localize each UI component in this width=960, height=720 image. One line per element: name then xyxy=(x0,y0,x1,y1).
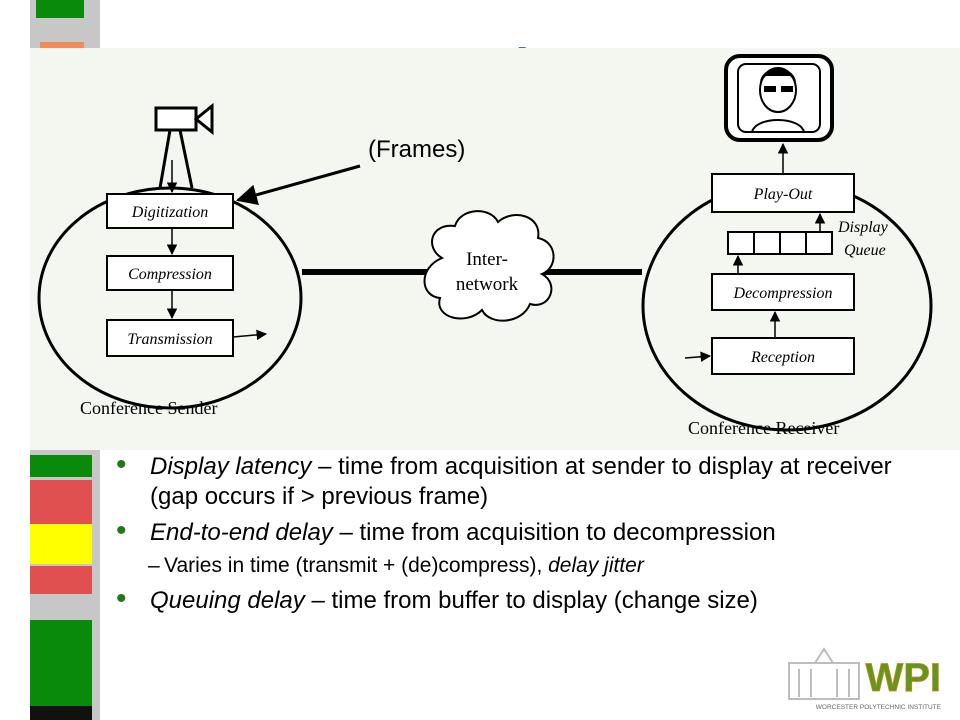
bullet-dot-icon: • xyxy=(116,448,127,481)
compression-label: Compression xyxy=(128,266,212,283)
sidebar-block-yellow xyxy=(30,524,92,564)
display-queue-label-2: Queue xyxy=(844,242,886,259)
bullet-dot-icon: • xyxy=(116,582,127,615)
sub-bullet-text: Varies in time (transmit + (de)compress)… xyxy=(164,554,549,577)
transmission-label: Transmission xyxy=(127,331,212,348)
video-conference-diagram: Digitization Compression Transmission (F… xyxy=(30,48,960,450)
decompression-box: Decompression xyxy=(711,273,855,311)
sender-caption: Conference Sender xyxy=(80,398,217,418)
receiver-caption: Conference Receiver xyxy=(688,418,839,438)
bullet-list: • Display latency – time from acquisitio… xyxy=(112,450,942,616)
monitor-viewer-icon xyxy=(724,54,834,142)
internetwork-cloud-icon: Inter- network xyxy=(423,210,555,322)
network-label-line2: network xyxy=(456,274,519,295)
sidebar-block-green-2 xyxy=(30,620,92,706)
bullet-term: Display latency xyxy=(150,453,312,480)
display-queue xyxy=(727,231,833,255)
wpi-logo-subtext: WORCESTER POLYTECHNIC INSTITUTE xyxy=(816,704,942,711)
video-camera-icon xyxy=(154,102,214,189)
dash-icon: – xyxy=(148,554,160,577)
wpi-logo-text: WPI xyxy=(865,656,941,700)
wpi-logo: WPI WORCESTER POLYTECHNIC INSTITUTE xyxy=(785,645,945,715)
sidebar-block-black xyxy=(30,706,92,720)
reception-label: Reception xyxy=(750,349,815,366)
sidebar-gap xyxy=(0,0,30,720)
sub-bullet-term: delay jitter xyxy=(548,554,644,577)
compression-box: Compression xyxy=(106,255,234,291)
bullet-dot-icon: • xyxy=(116,514,127,547)
digitization-box: Digitization xyxy=(106,193,234,229)
transmission-box: Transmission xyxy=(106,319,234,357)
digitization-label: Digitization xyxy=(131,204,208,221)
bullet-term: End-to-end delay xyxy=(150,519,333,546)
sub-bullet-jitter: – Varies in time (transmit + (de)compres… xyxy=(112,552,942,580)
sidebar-block-green-top xyxy=(36,0,84,18)
bullet-term: Queuing delay xyxy=(150,587,305,614)
bullet-end-to-end-delay: • End-to-end delay – time from acquisiti… xyxy=(112,514,942,548)
playout-box: Play-Out xyxy=(711,173,855,213)
building-icon xyxy=(788,647,860,700)
sidebar-block-red-2 xyxy=(30,566,92,594)
decompression-label: Decompression xyxy=(733,285,833,302)
network-label-line1: Inter- xyxy=(466,249,508,270)
bullet-text: – time from acquisition to decompression xyxy=(332,519,776,546)
bullet-display-latency: • Display latency – time from acquisitio… xyxy=(112,448,942,512)
frames-label: (Frames) xyxy=(368,136,465,163)
display-queue-label-1: Display xyxy=(837,219,889,236)
sidebar-block-red-1 xyxy=(30,480,92,524)
reception-box: Reception xyxy=(711,337,855,375)
bullet-text: – time from buffer to display (change si… xyxy=(304,587,758,614)
bullet-text: – time from acquisition at sender to dis… xyxy=(150,453,892,510)
bullet-queuing-delay: • Queuing delay – time from buffer to di… xyxy=(112,582,942,616)
playout-label: Play-Out xyxy=(753,186,813,203)
sidebar-block-green-1 xyxy=(30,455,92,477)
